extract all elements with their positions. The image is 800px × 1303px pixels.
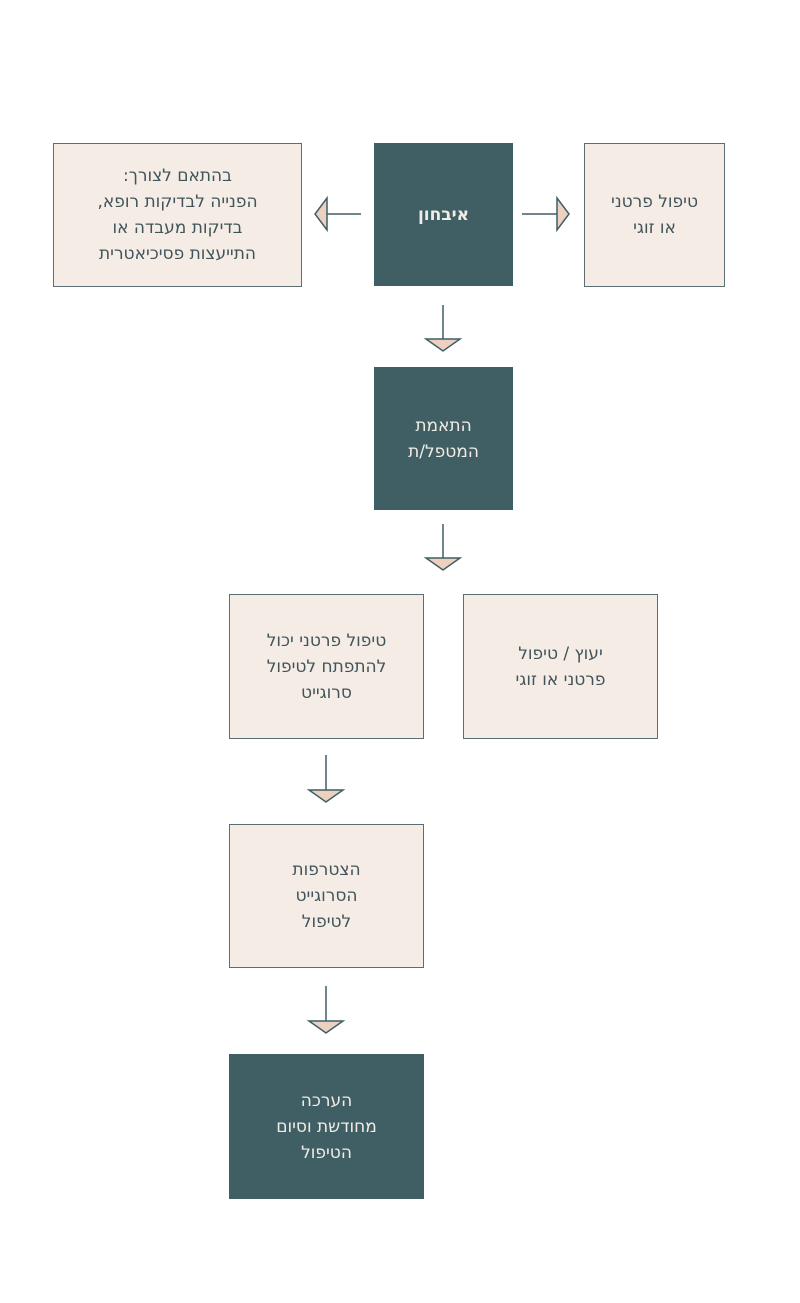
counseling-label: יעוץ / טיפול פרטני או זוגי	[515, 643, 606, 690]
counseling-node: יעוץ / טיפול פרטני או זוגי	[463, 594, 658, 739]
arrow-to-therapist-match	[423, 305, 463, 352]
diagnosis-node: איבחון	[374, 143, 513, 286]
evaluation-label: הערכה מחודשת וסיום הטיפול	[276, 1090, 377, 1163]
therapist-match-node: התאמת המטפל/ת	[374, 367, 513, 510]
surrogate-joining-node: הצטרפות הסרוגייט לטיפול	[229, 824, 424, 968]
arrow-to-individual	[522, 195, 570, 233]
individual-to-surrogate-label: טיפול פרטני יכול להתפתח לטיפול סרוגייט	[266, 630, 387, 703]
arrow-to-referral	[314, 195, 361, 233]
arrow-to-treatment-options	[423, 524, 463, 571]
evaluation-node: הערכה מחודשת וסיום הטיפול	[229, 1054, 424, 1199]
diagnosis-label: איבחון	[417, 204, 470, 225]
arrow-to-evaluation	[306, 986, 346, 1034]
surrogate-joining-label: הצטרפות הסרוגייט לטיפול	[292, 860, 361, 932]
referral-node: בהתאם לצורך: הפנייה לבדיקות רופא, בדיקות…	[53, 143, 302, 287]
individual-or-couple-node: טיפול פרטני או זוגי	[584, 143, 725, 287]
therapist-match-label: התאמת המטפל/ת	[408, 415, 479, 462]
individual-or-couple-label: טיפול פרטני או זוגי	[611, 192, 698, 238]
arrow-to-surrogate-joining	[306, 755, 346, 803]
individual-to-surrogate-node: טיפול פרטני יכול להתפתח לטיפול סרוגייט	[229, 594, 424, 739]
referral-label: בהתאם לצורך: הפנייה לבדיקות רופא, בדיקות…	[97, 166, 258, 264]
